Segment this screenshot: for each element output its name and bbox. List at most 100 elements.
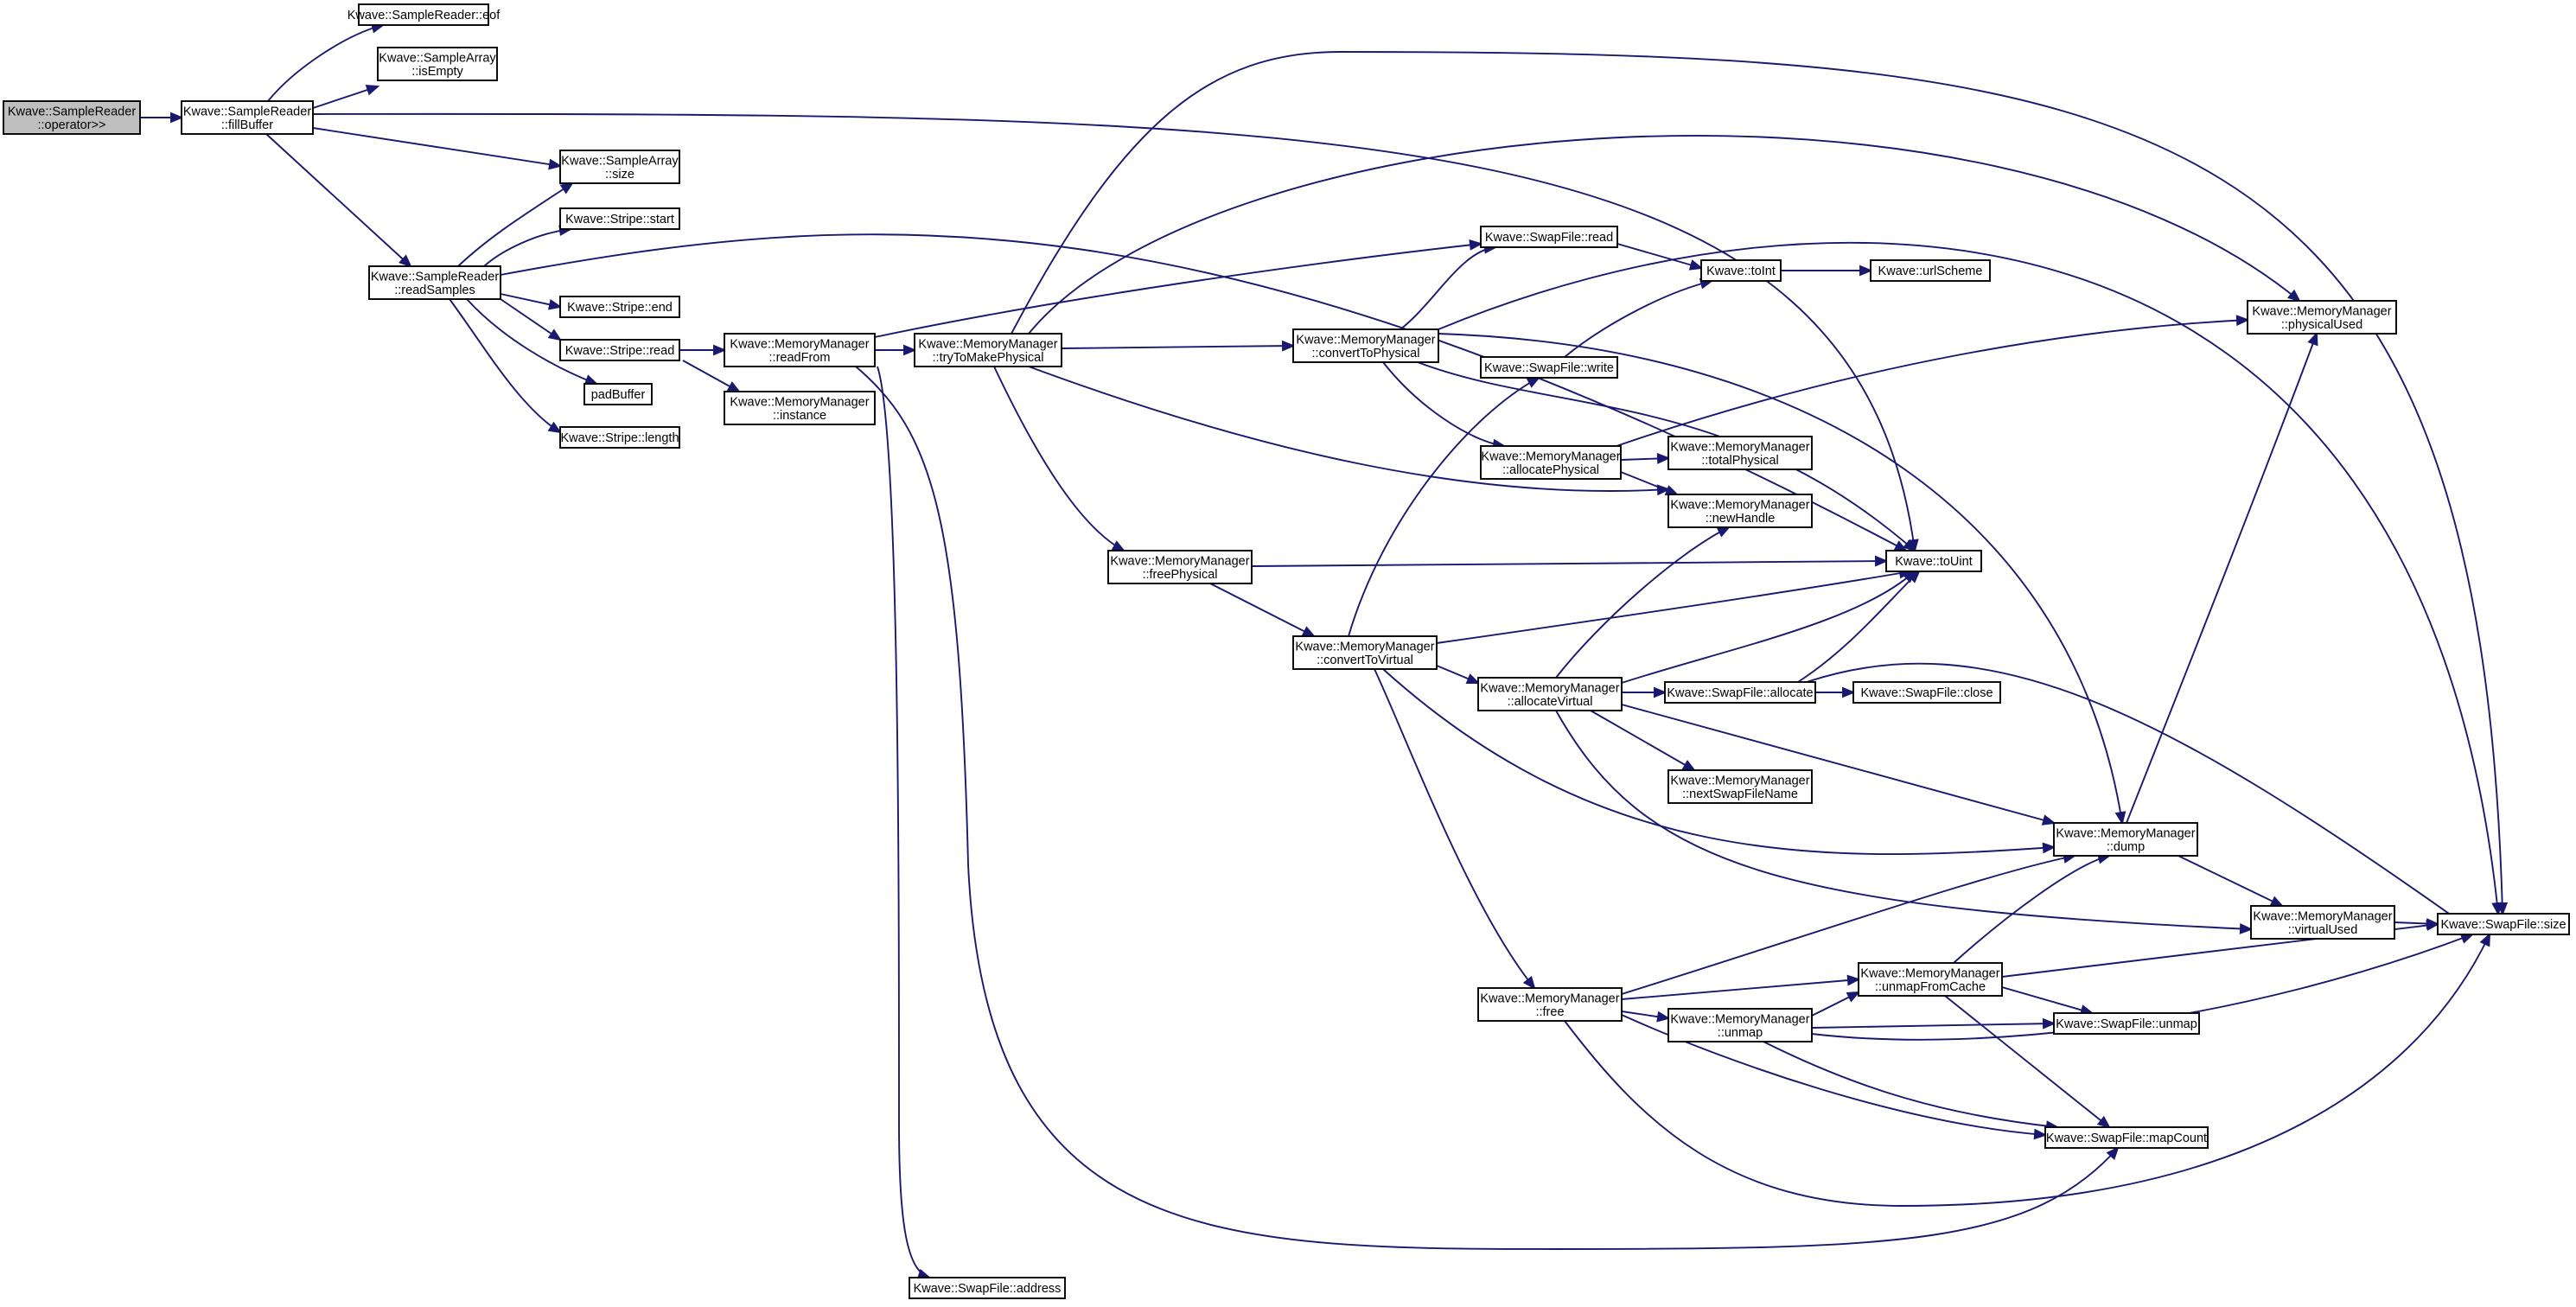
node-mm_convvirt[interactable]: Kwave::MemoryManager::convertToVirtual — [1292, 635, 1438, 670]
node-sa_isempty[interactable]: Kwave::SampleArray::isEmpty — [377, 47, 498, 81]
node-label: Kwave::MemoryManager — [2253, 909, 2392, 923]
node-label: Kwave::MemoryManager — [2056, 826, 2195, 840]
arrowhead-icon — [2479, 932, 2491, 947]
node-toint[interactable]: Kwave::toInt — [1700, 259, 1782, 282]
node-label: Kwave::MemoryManager — [2252, 304, 2391, 318]
node-st_read[interactable]: Kwave::Stripe::read — [559, 339, 680, 361]
arrowhead-icon — [2042, 842, 2056, 854]
arrowhead-icon — [1874, 555, 1889, 567]
node-sr_fill[interactable]: Kwave::SampleReader::fillBuffer — [181, 100, 314, 135]
node-label: Kwave::MemoryManager — [730, 337, 869, 351]
node-label: Kwave::SampleReader — [183, 105, 311, 118]
node-box — [1292, 328, 1439, 363]
edge-sr_fill-to-sr_read — [265, 133, 412, 268]
node-mm_free[interactable]: Kwave::MemoryManager::free — [1477, 987, 1623, 1022]
node-mm_allocvirt[interactable]: Kwave::MemoryManager::allocateVirtual — [1477, 677, 1623, 711]
edge-mm_allocvirt-to-touint — [1621, 570, 1916, 684]
edge-mm_convvirt-to-touint — [1436, 567, 1913, 644]
node-label: Kwave::MemoryManager — [1670, 1012, 1809, 1026]
node-mm_unmap[interactable]: Kwave::MemoryManager::unmap — [1667, 1008, 1813, 1042]
node-label: Kwave::toInt — [1706, 265, 1776, 278]
node-mm_instance[interactable]: Kwave::MemoryManager::instance — [724, 391, 876, 425]
node-mm_trymake[interactable]: Kwave::MemoryManager::tryToMakePhysical — [914, 333, 1062, 367]
node-sr_read[interactable]: Kwave::SampleReader::readSamples — [368, 265, 501, 300]
node-st_length[interactable]: Kwave::Stripe::length — [559, 426, 680, 449]
node-mm_dump[interactable]: Kwave::MemoryManager::dump — [2053, 822, 2198, 857]
node-label: ::dump — [2107, 840, 2145, 854]
node-label: Kwave::SwapFile::address — [914, 1282, 1062, 1296]
arrowhead-icon — [1842, 686, 1856, 698]
node-box — [1700, 259, 1782, 282]
edge-mm_unmap-to-swf_mapcount — [1763, 1041, 2060, 1132]
node-label: Kwave::MemoryManager — [1295, 640, 1434, 654]
edge-mm_free-to-mm_unmapcache — [1621, 974, 1861, 1000]
node-swf_write[interactable]: Kwave::SwapFile::write — [1480, 356, 1618, 379]
node-swf_allocate[interactable]: Kwave::SwapFile::allocate — [1664, 681, 1816, 704]
node-mm_readfrom[interactable]: Kwave::MemoryManager::readFrom — [724, 333, 876, 367]
node-swf_close[interactable]: Kwave::SwapFile::close — [1852, 681, 2001, 704]
node-swf_unmap[interactable]: Kwave::SwapFile::unmap — [2053, 1012, 2200, 1035]
node-swf_read[interactable]: Kwave::SwapFile::read — [1480, 226, 1618, 248]
node-label: ::nextSwapFileName — [1682, 787, 1798, 801]
edge-mm_convphys-to-swf_read — [1400, 242, 1498, 330]
node-mm_newhandle[interactable]: Kwave::MemoryManager::newHandle — [1667, 494, 1813, 528]
node-mm_convphys[interactable]: Kwave::MemoryManager::convertToPhysical — [1292, 328, 1439, 363]
node-padbuf[interactable]: padBuffer — [583, 383, 653, 405]
node-mm_freephys[interactable]: Kwave::MemoryManager::freePhysical — [1107, 550, 1253, 584]
node-mm_totalphys[interactable]: Kwave::MemoryManager::totalPhysical — [1667, 436, 1813, 470]
edge-mm_convvirt-to-mm_allocvirt — [1436, 665, 1481, 684]
node-box — [377, 47, 498, 81]
node-label: ::fillBuffer — [221, 118, 273, 132]
node-label: ::convertToPhysical — [1312, 347, 1420, 360]
node-sr_eof[interactable]: Kwave::SampleReader::eof — [348, 3, 501, 26]
edge-mm_trymake-to-mm_physused — [1028, 134, 2301, 335]
node-label: Kwave::MemoryManager — [1480, 991, 1619, 1005]
arrowhead-icon — [1903, 539, 1916, 552]
node-swf_mapcount[interactable]: Kwave::SwapFile::mapCount — [2044, 1126, 2209, 1149]
arrowhead-icon — [1681, 759, 1697, 772]
node-label: Kwave::Stripe::end — [567, 301, 673, 315]
edge-sr_read-to-st_end — [500, 293, 563, 310]
node-label: ::operator>> — [38, 118, 106, 132]
arrowhead-icon — [2042, 1017, 2056, 1030]
edge-mm_allocphys-to-mm_physused — [1616, 315, 2250, 447]
edge-sr_op-to-sr_fill — [140, 112, 184, 124]
edge-swf_allocate-to-swf_close — [1815, 686, 1856, 698]
node-mm_virtused[interactable]: Kwave::MemoryManager::virtualUsed — [2250, 905, 2395, 940]
node-label: Kwave::SwapFile::close — [1860, 686, 1993, 700]
node-mm_physused[interactable]: Kwave::MemoryManager::physicalUsed — [2247, 300, 2397, 335]
node-urlscheme[interactable]: Kwave::urlScheme — [1870, 259, 1991, 282]
node-label: Kwave::MemoryManager — [1670, 440, 1809, 454]
edge-mm_convvirt-to-mm_free — [1374, 668, 1536, 990]
node-label: Kwave::SampleReader — [371, 270, 499, 284]
node-touint[interactable]: Kwave::toUint — [1885, 550, 1982, 572]
edge-sr_read-to-sa_size — [457, 182, 575, 267]
edge-sr_read-to-st_length — [449, 298, 563, 434]
node-sr_op[interactable]: Kwave::SampleReader::operator>> — [3, 100, 141, 135]
node-box — [2437, 913, 2570, 935]
arrowhead-icon — [2041, 814, 2056, 826]
node-mm_unmapcache[interactable]: Kwave::MemoryManager::unmapFromCache — [1858, 962, 2003, 997]
edge-mm_free-to-mm_unmap — [1621, 1011, 1671, 1023]
node-st_end[interactable]: Kwave::Stripe::end — [559, 296, 680, 318]
node-mm_allocphys[interactable]: Kwave::MemoryManager::allocatePhysical — [1480, 445, 1622, 480]
node-box — [724, 391, 876, 425]
node-box — [1477, 987, 1623, 1022]
arrowhead-icon — [548, 158, 563, 170]
node-mm_nextswap[interactable]: Kwave::MemoryManager::nextSwapFileName — [1667, 769, 1813, 804]
node-st_start[interactable]: Kwave::Stripe::start — [559, 207, 680, 230]
node-swf_address[interactable]: Kwave::SwapFile::address — [909, 1277, 1066, 1299]
node-swf_size[interactable]: Kwave::SwapFile::size — [2437, 913, 2570, 935]
node-label: Kwave::SwapFile::read — [1485, 231, 1613, 245]
edge-mm_unmapcache-to-swf_mapcount — [1944, 995, 2111, 1129]
node-sa_size[interactable]: Kwave::SampleArray::size — [559, 150, 680, 184]
arrowhead-icon — [1846, 974, 1861, 986]
edge-mm_unmap-to-mm_unmapcache — [1811, 991, 1861, 1017]
edge-mm_allocvirt-to-mm_newhandle — [1555, 526, 1731, 679]
arrowhead-icon — [583, 374, 599, 386]
arrowhead-icon — [1526, 376, 1541, 388]
node-box — [559, 426, 680, 449]
edge-mm_trymake-to-mm_convphys — [1061, 340, 1296, 352]
node-label: Kwave::SwapFile::size — [2440, 918, 2566, 932]
edge-mm_convphys-to-touint — [1417, 361, 1916, 552]
